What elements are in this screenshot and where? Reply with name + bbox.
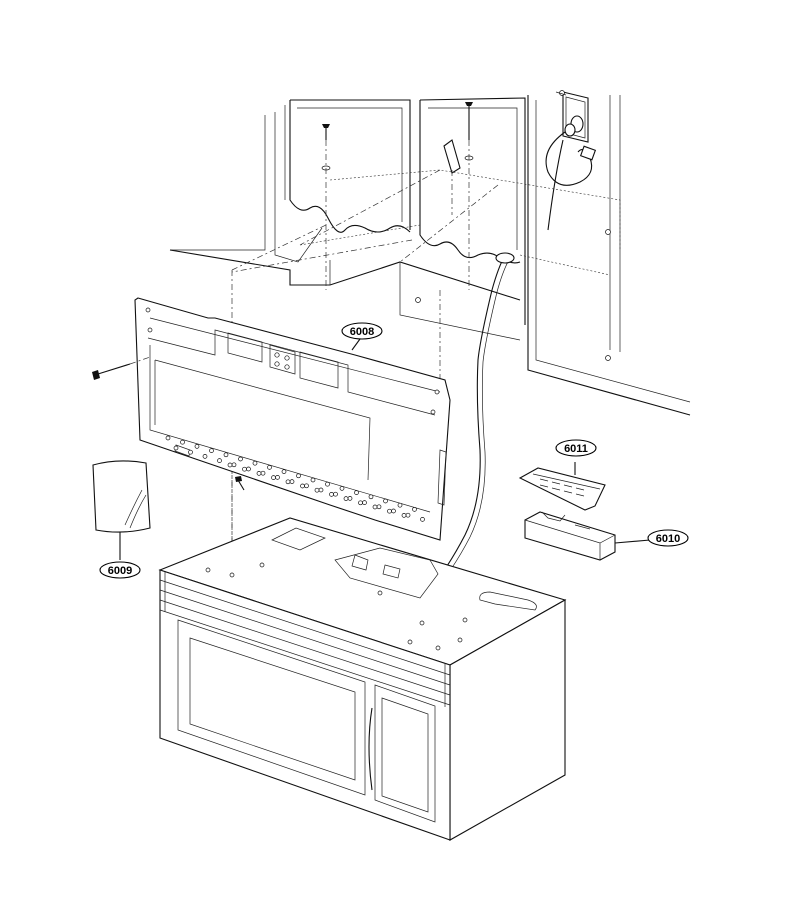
plate-hole bbox=[310, 477, 316, 483]
callout-6011-label: 6011 bbox=[564, 443, 588, 455]
plate-hole bbox=[362, 500, 367, 505]
plate-hole bbox=[252, 460, 258, 466]
plate-hole bbox=[372, 504, 378, 510]
wall-cabinets bbox=[169, 95, 691, 416]
bottom-screw bbox=[235, 476, 245, 491]
plate-hole bbox=[383, 498, 388, 504]
microwave-oven bbox=[158, 517, 567, 841]
plate-hole bbox=[275, 475, 280, 480]
plate-hole bbox=[304, 483, 309, 489]
mounting-plate-holes bbox=[165, 435, 425, 522]
plate-hole bbox=[300, 483, 305, 489]
plate-hole bbox=[325, 481, 330, 487]
plate-hole bbox=[420, 517, 425, 522]
plate-hole bbox=[227, 462, 233, 468]
plate-hole bbox=[173, 445, 179, 451]
plate-hole bbox=[358, 500, 363, 506]
plate-hole bbox=[260, 470, 266, 476]
callout-6010-label: 6010 bbox=[656, 533, 680, 545]
plate-hole bbox=[343, 496, 349, 501]
plate-hole bbox=[401, 513, 407, 518]
callout-6008: 6008 bbox=[341, 322, 383, 351]
plate-hole bbox=[281, 469, 287, 474]
plate-hole bbox=[267, 465, 272, 470]
bracket-6011 bbox=[518, 462, 606, 511]
plate-hole bbox=[329, 492, 334, 497]
plate-hole bbox=[368, 494, 374, 500]
plate-hole bbox=[397, 502, 403, 508]
plate-hole bbox=[296, 473, 301, 479]
callout-6008-label: 6008 bbox=[350, 326, 374, 338]
top-screws bbox=[321, 102, 474, 290]
plate-hole bbox=[202, 454, 208, 459]
plate-hole bbox=[387, 508, 392, 514]
plate-hole bbox=[412, 507, 417, 512]
plate-hole bbox=[285, 479, 291, 485]
plate-hole bbox=[405, 512, 411, 518]
plate-hole bbox=[188, 449, 193, 455]
power-cord-inner bbox=[427, 257, 511, 601]
wall-outlet bbox=[545, 90, 597, 231]
callout-6009: 6009 bbox=[99, 561, 141, 579]
plate-hole bbox=[217, 458, 222, 463]
side-screw bbox=[92, 356, 151, 380]
plate-hole bbox=[231, 462, 237, 468]
plate-hole bbox=[289, 479, 295, 484]
hardware-bag bbox=[92, 460, 151, 560]
plate-hole bbox=[354, 490, 359, 495]
plate-hole bbox=[223, 452, 229, 458]
plate-hole bbox=[333, 491, 338, 497]
plate-hole bbox=[246, 466, 251, 472]
plate-hole bbox=[339, 486, 345, 491]
bracket-6010 bbox=[524, 511, 651, 561]
plate-hole bbox=[318, 487, 324, 493]
mounting-plate bbox=[134, 297, 451, 541]
plate-hole bbox=[238, 456, 243, 462]
plate-hole bbox=[347, 496, 353, 501]
power-cord bbox=[423, 254, 506, 599]
callout-6009-label: 6009 bbox=[108, 565, 132, 577]
cord-grommet bbox=[495, 252, 515, 264]
plate-hole bbox=[242, 466, 247, 472]
plate-hole bbox=[376, 504, 382, 510]
plate-hole bbox=[314, 487, 320, 493]
plate-hole bbox=[194, 444, 200, 449]
plate-hole bbox=[256, 471, 262, 476]
callout-6011: 6011 bbox=[555, 439, 597, 457]
plate-hole bbox=[391, 508, 396, 514]
plate-hole bbox=[271, 475, 276, 480]
plate-hole bbox=[209, 448, 214, 453]
callout-6010: 6010 bbox=[647, 529, 689, 547]
plate-hole bbox=[165, 435, 171, 441]
plate-hole bbox=[180, 439, 185, 445]
